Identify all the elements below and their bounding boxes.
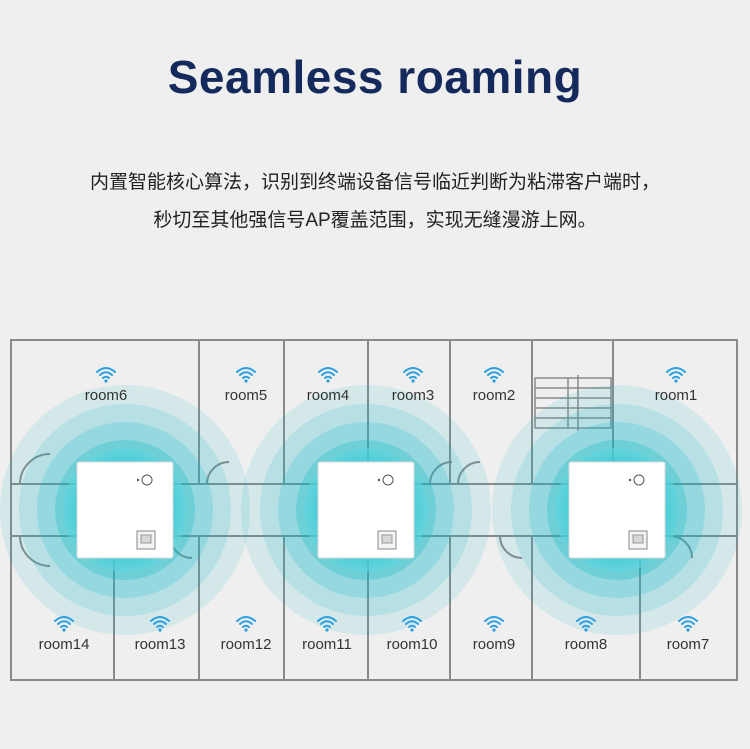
room-label-room9: room9 [472,636,516,653]
status-light-icon [141,474,153,486]
wifi-icon [53,614,75,637]
description-line-2: 秒切至其他强信号AP覆盖范围，实现无缝漫游上网。 [153,210,597,231]
access-point-panel [76,461,174,559]
wifi-icon [235,365,257,388]
room-label-room8: room8 [564,636,608,653]
description: 内置智能核心算法，识别到终端设备信号临近判断为粘滞客户端时， 秒切至其他强信号A… [0,164,750,240]
wifi-icon [483,365,505,388]
port-socket [632,534,644,544]
wifi-icon [402,365,424,388]
room-label-room6: room6 [84,387,128,404]
room-label-room4: room4 [306,387,350,404]
wifi-icon [316,614,338,637]
wifi-icon [317,365,339,388]
access-point [317,461,415,559]
room-label-room10: room10 [386,636,438,653]
indicator-dot [377,478,381,482]
page-title: Seamless roaming [167,51,583,103]
indicator-dot [136,478,140,482]
description-line-1: 内置智能核心算法，识别到终端设备信号临近判断为粘滞客户端时， [89,172,660,193]
room-label-room7: room7 [666,636,710,653]
room-label-room13: room13 [134,636,186,653]
room-label-room5: room5 [224,387,268,404]
wifi-icon [483,614,505,637]
wifi-icon [677,614,699,637]
door-arcs [19,453,693,567]
wifi-icon [575,614,597,637]
floor-plan [0,330,750,690]
wifi-icon [149,614,171,637]
floor-plan-drawing [0,339,742,681]
wifi-icon [401,614,423,637]
room-label-room2: room2 [472,387,516,404]
wifi-icon [665,365,687,388]
access-points [76,461,666,559]
room-label-room11: room11 [302,636,352,653]
port-socket [140,534,152,544]
indicator-dot [628,478,632,482]
wifi-icon [95,365,117,388]
room-label-room1: room1 [654,387,698,404]
status-light-icon [633,474,645,486]
wifi-icon [235,614,257,637]
outer-wall [10,339,738,681]
access-point-panel [317,461,415,559]
access-point [76,461,174,559]
port-socket [381,534,393,544]
room-label-room14: room14 [38,636,90,653]
access-point-panel [568,461,666,559]
room-label-room3: room3 [391,387,435,404]
status-light-icon [382,474,394,486]
staircase [534,375,612,431]
access-point [568,461,666,559]
room-label-room12: room12 [220,636,272,653]
